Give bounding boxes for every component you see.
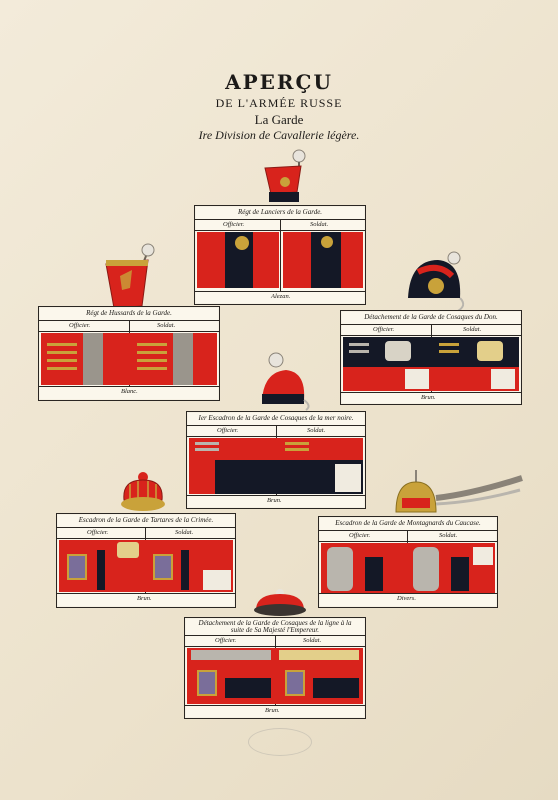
plate-title: Régt de Hussards de la Garde. bbox=[86, 309, 172, 317]
officer-lace-swatch bbox=[195, 442, 219, 445]
officer-cartouche-icon bbox=[67, 554, 87, 580]
officer-braid-swatch bbox=[47, 343, 77, 346]
plate-cosaques-ligne: Détachement de la Garde de Cosaques de l… bbox=[184, 617, 366, 719]
soldier-label: Soldat. bbox=[463, 326, 482, 333]
officer-trousers-swatch bbox=[225, 678, 271, 698]
kaftan-swatch bbox=[189, 438, 363, 460]
officer-epaulette-icon bbox=[235, 236, 249, 250]
officer-label: Officier. bbox=[217, 427, 239, 434]
horse-colour: Brun. bbox=[267, 497, 282, 504]
black-sea-cap-icon bbox=[262, 352, 310, 411]
officer-epaulette-icon bbox=[117, 542, 139, 558]
plate-title: Détachement de la Garde de Cosaques de l… bbox=[198, 620, 352, 634]
subtitle-army: DE L'ARMÉE RUSSE bbox=[215, 96, 343, 110]
plate-montagnards: Escadron de la Garde de Montagnards du C… bbox=[318, 516, 498, 608]
officer-shabraque-swatch bbox=[405, 369, 429, 389]
soldier-epaulette-icon bbox=[321, 236, 333, 248]
soldier-label: Soldat. bbox=[310, 221, 329, 228]
soldier-lace-swatch bbox=[279, 650, 359, 660]
horse-colour: Divers. bbox=[397, 595, 416, 602]
soldier-gazyr-swatch bbox=[451, 557, 469, 591]
officer-label: Officier. bbox=[349, 532, 371, 539]
officer-lace-swatch bbox=[191, 650, 271, 660]
lancer-czapka-icon bbox=[264, 149, 306, 202]
horse-colour: Brun. bbox=[265, 707, 280, 714]
soldier-fur-swatch bbox=[173, 333, 193, 385]
soldier-cartouche-icon bbox=[285, 670, 305, 696]
soldier-lace-swatch bbox=[439, 343, 459, 346]
plate-cosaques-don: Détachement de la Garde de Cosaques du D… bbox=[340, 310, 522, 405]
trousers-swatch bbox=[343, 367, 519, 391]
plate-title: Ier Escadron de la Garde de Cosaques de … bbox=[198, 414, 354, 422]
soldier-label: Soldat. bbox=[175, 529, 194, 536]
soldier-collar-swatch bbox=[473, 547, 493, 565]
horse-colour: Brun. bbox=[137, 595, 152, 602]
soldier-shabraque-swatch bbox=[491, 369, 515, 389]
soldier-cartouche-icon bbox=[153, 554, 173, 580]
caucasus-helmet-icon bbox=[395, 470, 523, 513]
soldier-belt-swatch bbox=[181, 550, 189, 590]
collection-stamp bbox=[248, 728, 312, 756]
plate-cosaques-mer-noire: Ier Escadron de la Garde de Cosaques de … bbox=[186, 411, 366, 509]
cossack-helmet-icon bbox=[408, 251, 465, 313]
soldier-shabraque-swatch bbox=[335, 464, 361, 492]
soldier-trousers-swatch bbox=[313, 678, 359, 698]
officer-label: Officier. bbox=[87, 529, 109, 536]
subtitle-guard: La Garde bbox=[254, 112, 304, 127]
plate-hussards: Régt de Hussards de la Garde. Officier. … bbox=[38, 306, 220, 401]
soldier-shabraque-swatch bbox=[203, 570, 231, 590]
officer-belt-swatch bbox=[97, 550, 105, 590]
officer-gazyr-swatch bbox=[365, 557, 383, 591]
horse-colour: Brun. bbox=[421, 394, 436, 401]
horse-colour: Blanc. bbox=[121, 388, 138, 395]
plate-title: Escadron de la Garde de Montagnards du C… bbox=[335, 519, 481, 527]
officer-label: Officier. bbox=[215, 637, 237, 644]
trousers-swatch bbox=[189, 460, 363, 494]
officer-cartouche-icon bbox=[197, 670, 217, 696]
soldier-lace-swatch bbox=[285, 442, 309, 445]
officer-lace-swatch bbox=[349, 343, 369, 346]
soldier-label: Soldat. bbox=[303, 637, 322, 644]
hussar-shako-icon bbox=[105, 243, 155, 309]
officer-sash-swatch bbox=[189, 460, 215, 494]
soldier-label: Soldat. bbox=[307, 427, 326, 434]
plate-title: Détachement de la Garde de Cosaques du D… bbox=[364, 313, 498, 321]
plate-tartares: Escadron de la Garde de Tartares de la C… bbox=[56, 513, 236, 608]
soldier-braid-swatch bbox=[137, 343, 167, 346]
line-cossack-cap-icon bbox=[254, 589, 306, 616]
officer-mail-swatch bbox=[327, 547, 353, 591]
horse-colour: Alezan. bbox=[271, 293, 291, 300]
officer-epaulette-icon bbox=[385, 341, 411, 361]
officer-label: Officier. bbox=[223, 221, 245, 228]
officer-fur-swatch bbox=[83, 333, 103, 385]
soldier-mail-swatch bbox=[413, 547, 439, 591]
title-apercu: APERÇU bbox=[225, 70, 333, 94]
plate-lanciers: Régt de Lanciers de la Garde. Officier. … bbox=[194, 205, 366, 305]
soldier-label: Soldat. bbox=[157, 322, 176, 329]
subtitle-division: Ire Division de Cavallerie légère. bbox=[198, 128, 360, 142]
soldier-epaulette-icon bbox=[477, 341, 503, 361]
plate-title: Escadron de la Garde de Tartares de la C… bbox=[78, 516, 214, 524]
tartar-cap-icon bbox=[121, 472, 165, 511]
plate-title: Régt de Lanciers de la Garde. bbox=[237, 208, 323, 216]
officer-label: Officier. bbox=[69, 322, 91, 329]
officer-label: Officier. bbox=[373, 326, 395, 333]
soldier-label: Soldat. bbox=[439, 532, 458, 539]
